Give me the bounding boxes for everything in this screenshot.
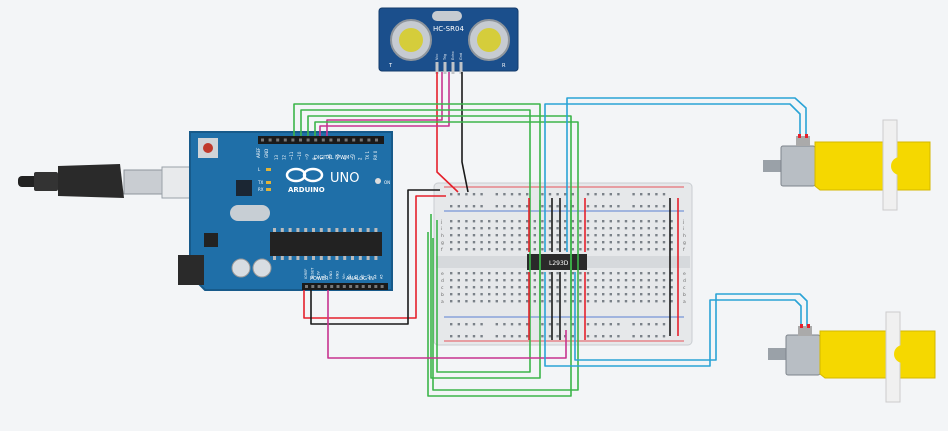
dc-motor-icon xyxy=(768,311,936,403)
bb-row-letter: i xyxy=(441,226,442,232)
digital-pin-label: ~6 xyxy=(327,154,332,160)
digital-pin-label: 12 xyxy=(282,154,287,160)
wire-green-2 xyxy=(300,109,531,373)
led-tx-label: TX xyxy=(257,180,263,185)
wire-5v xyxy=(303,195,446,319)
power-pin-label: GND xyxy=(329,271,333,279)
wire-gnd xyxy=(310,189,440,325)
bb-row-letter: i xyxy=(683,226,684,232)
power-pin-label: Vin xyxy=(342,273,346,279)
led-rx-label: RX xyxy=(258,187,264,192)
l293d-label: L293D xyxy=(549,260,569,267)
bb-row-letter: g xyxy=(683,241,686,246)
sensor-pin-label: Gnd xyxy=(459,53,463,60)
power-pin-label: GND xyxy=(336,271,340,279)
power-pin-label: A5 xyxy=(380,274,384,279)
l293d-chip[interactable]: L293D xyxy=(527,254,587,270)
usb-cable-icon xyxy=(18,164,208,199)
bb-row-letter: f xyxy=(441,247,443,253)
on-label: ON xyxy=(384,180,390,185)
hc-sr04-sensor[interactable]: HC-SR04 T R Vcc Trig Echo Gnd xyxy=(378,7,519,74)
digital-pin-label: 4 xyxy=(342,157,347,160)
power-pin-label: IOREF xyxy=(304,269,308,279)
dc-motor-1[interactable] xyxy=(763,119,931,211)
bb-row-letter: c xyxy=(441,286,444,291)
dc-motor-icon xyxy=(763,119,931,211)
bb-row-letter: e xyxy=(683,272,686,277)
digital-pin-label: ~5 xyxy=(335,154,340,160)
bb-row-letter: h xyxy=(441,233,444,239)
bb-row-letter: a xyxy=(441,300,444,305)
wire-sensor-gnd xyxy=(461,72,469,193)
power-pin-label: A0 xyxy=(348,274,352,279)
atmega-chip xyxy=(270,232,382,256)
bb-row-letter: e xyxy=(441,272,444,277)
aref-label: AREF xyxy=(256,147,261,158)
bb-row-letter: j xyxy=(440,219,442,225)
sensor-r-mark: R xyxy=(502,63,506,69)
power-pin-label: 3.3V xyxy=(317,270,321,279)
digital-pin-label: 13 xyxy=(274,154,279,160)
power-pin-label: A1 xyxy=(354,274,358,279)
wire-sensor-vcc xyxy=(436,72,459,193)
power-label: POWER xyxy=(310,276,329,282)
led-l-label: L xyxy=(258,167,261,172)
power-pin-label: A4 xyxy=(373,274,377,279)
power-pin-label: RESET xyxy=(310,267,314,279)
power-pin-label: A2 xyxy=(361,274,365,279)
bb-row-letter: c xyxy=(683,286,686,291)
wire-sensor-echo xyxy=(319,72,450,136)
wire-green-4 xyxy=(314,121,579,391)
wire-motor2-b xyxy=(574,272,808,361)
wire-motor1-a xyxy=(544,103,801,252)
bb-row-letter: f xyxy=(683,247,685,253)
wire-motor2-a xyxy=(544,272,802,367)
bb-row-letter: j xyxy=(682,219,684,225)
digital-pwm-label: DIGITAL (PWM~) xyxy=(314,155,356,161)
bb-row-letter: b xyxy=(683,292,686,298)
digital-pin-label: ~3 xyxy=(350,154,355,160)
sensor-pin-label: Trig xyxy=(443,54,447,61)
wires xyxy=(293,72,808,397)
digital-pin-label: ~9 xyxy=(304,154,309,160)
wire-sensor-trig xyxy=(326,72,443,136)
bb-row-letter: g xyxy=(441,241,444,246)
wire-vin xyxy=(327,290,567,359)
sensor-t-mark: T xyxy=(388,63,393,69)
bb-row-letter: b xyxy=(441,292,444,298)
sensor-pin-label: Vcc xyxy=(435,54,439,60)
gnd-label: GND xyxy=(264,149,269,158)
arduino-logo-text: ARDUINO xyxy=(288,186,325,194)
sensor-pin-label: Echo xyxy=(451,52,455,61)
power-pin-label: 5V xyxy=(323,274,327,279)
bb-row-letter: h xyxy=(683,233,686,239)
power-pin-label: A3 xyxy=(367,274,371,279)
digital-pin-label: 8 xyxy=(312,157,317,160)
analog-in-label: ANALOG IN xyxy=(346,276,374,282)
power-header xyxy=(302,283,358,290)
digital-header xyxy=(258,136,384,144)
digital-pin-label: 7 xyxy=(320,157,325,160)
bb-row-letter: d xyxy=(441,278,444,284)
bb-row-letter: a xyxy=(683,300,686,305)
digital-pin-label: ~11 xyxy=(289,151,294,160)
digital-pin-label: 2 xyxy=(358,157,363,160)
bb-row-letter: d xyxy=(683,278,686,284)
wire-motor1-b xyxy=(566,97,807,252)
digital-pin-label: RX 0 xyxy=(373,150,378,160)
digital-pin-label: ~10 xyxy=(297,151,302,160)
sensor-name: HC-SR04 xyxy=(433,25,464,33)
dc-motor-2[interactable] xyxy=(768,311,936,403)
arduino-model-text: UNO xyxy=(330,171,359,186)
digital-pin-label: TX 1 xyxy=(365,151,370,161)
arduino-infinity-logo-icon xyxy=(285,167,324,183)
